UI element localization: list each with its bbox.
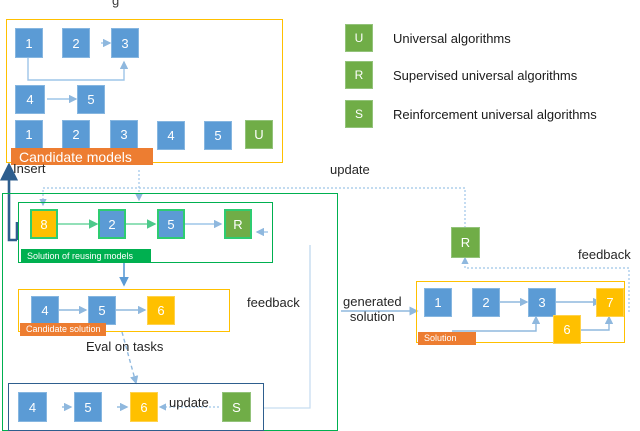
legend-symbol-S: S [345, 100, 373, 128]
label-insert: Insert [13, 161, 46, 176]
generated-solution-panel [416, 281, 625, 343]
node-gs-6[interactable]: 6 [553, 315, 581, 344]
legend-label-reinforcement: Reinforcement universal algorithms [393, 106, 597, 122]
node-cm-r1-3[interactable]: 3 [111, 28, 139, 58]
label-feedback-mid: feedback [247, 295, 300, 310]
node-cs-6[interactable]: 6 [147, 296, 175, 325]
generated-solution-line2: solution [349, 308, 395, 324]
legend-label-supervised: Supervised universal algorithms [393, 67, 578, 83]
node-ev-6[interactable]: 6 [130, 392, 158, 422]
legend-item-reinforcement: S Reinforcement universal algorithms [345, 100, 597, 128]
node-ev-S[interactable]: S [222, 392, 251, 422]
node-cm-r1-2[interactable]: 2 [62, 28, 90, 58]
cropped-title-glyph: g [112, 0, 120, 8]
node-cm-r3-4[interactable]: 4 [157, 121, 185, 150]
candidate-solution-tag: Candidate solution [20, 323, 106, 336]
node-cm-r1-1[interactable]: 1 [15, 28, 43, 58]
candidate-solution-panel [18, 289, 230, 332]
node-rm-8[interactable]: 8 [30, 209, 58, 239]
node-cm-r3-U[interactable]: U [245, 120, 273, 149]
node-gs-2[interactable]: 2 [472, 288, 500, 317]
legend-item-universal: U Universal algorithms [345, 24, 511, 52]
node-cm-r3-3[interactable]: 3 [110, 120, 138, 149]
candidate-models-panel [6, 19, 283, 163]
label-eval-on-tasks: Eval on tasks [86, 339, 164, 354]
node-gs-R[interactable]: R [451, 227, 480, 258]
reusing-models-tag: Solution of reusing models [21, 249, 151, 263]
label-update-top: update [330, 162, 370, 177]
generated-solution-line1: generated [343, 294, 402, 309]
node-rm-2[interactable]: 2 [98, 209, 126, 239]
node-cs-4[interactable]: 4 [31, 296, 59, 325]
legend-item-supervised: R Supervised universal algorithms [345, 61, 577, 89]
label-feedback-right: feedback [578, 247, 631, 262]
node-gs-7[interactable]: 7 [596, 288, 624, 317]
node-ev-5[interactable]: 5 [74, 392, 102, 422]
node-cm-r3-1[interactable]: 1 [15, 120, 43, 149]
label-update-bottom: update [169, 395, 209, 410]
node-cm-r3-2[interactable]: 2 [62, 120, 90, 149]
legend-symbol-U: U [345, 24, 373, 52]
generated-solution-tag: Solution [418, 332, 476, 345]
node-rm-5[interactable]: 5 [157, 209, 185, 239]
legend-symbol-R: R [345, 61, 373, 89]
legend-label-universal: Universal algorithms [393, 30, 511, 46]
node-ev-4[interactable]: 4 [18, 392, 47, 422]
node-cs-5[interactable]: 5 [88, 296, 116, 325]
node-gs-1[interactable]: 1 [424, 288, 452, 317]
node-rm-R[interactable]: R [224, 209, 252, 239]
node-cm-r3-5[interactable]: 5 [204, 121, 232, 150]
node-gs-3[interactable]: 3 [528, 288, 556, 317]
node-cm-r2-4[interactable]: 4 [15, 85, 45, 114]
label-generated-solution: generated solution [343, 294, 402, 325]
node-cm-r2-5[interactable]: 5 [77, 85, 105, 114]
candidate-models-tag: Candidate models [11, 148, 153, 165]
